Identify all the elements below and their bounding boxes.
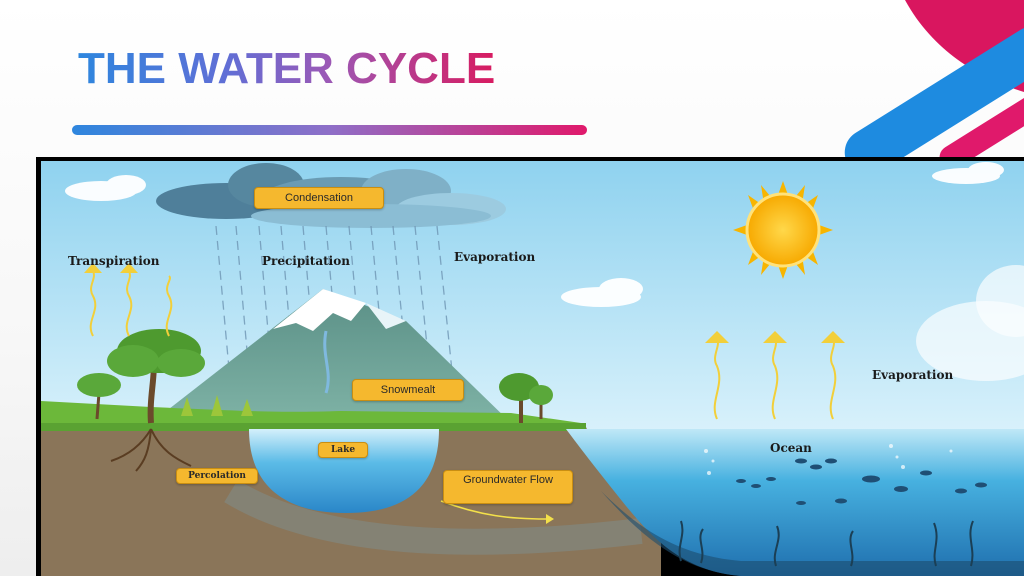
seaweed bbox=[678, 520, 974, 567]
precipitation-label: Precipitation bbox=[262, 254, 350, 268]
tree-roots bbox=[110, 428, 192, 472]
snowmelt-label: Snowmealt bbox=[352, 379, 464, 401]
water-cycle-diagram: Condensation Transpiration Precipitation… bbox=[36, 157, 1024, 576]
groundwater-arrow bbox=[440, 500, 547, 520]
transpiration-arrows bbox=[89, 270, 173, 337]
bushes bbox=[181, 395, 253, 416]
lake bbox=[249, 429, 439, 513]
transpiration-label: Transpiration bbox=[68, 254, 160, 268]
diagram-illustration bbox=[41, 161, 1024, 576]
groundwater-band bbox=[224, 479, 643, 555]
evaporation-top-label: Evaporation bbox=[454, 250, 536, 264]
evaporation-arrows bbox=[713, 338, 837, 420]
grass-edge bbox=[41, 423, 586, 431]
evaporation-arrowheads bbox=[705, 331, 845, 343]
title-underline bbox=[72, 125, 587, 135]
snowmelt-stream bbox=[323, 330, 330, 394]
tree-small-left bbox=[77, 373, 121, 420]
tree-right bbox=[499, 373, 553, 423]
condensation-label: Condensation bbox=[254, 187, 384, 209]
groundwater-flow-label: Groundwater Flow bbox=[443, 470, 573, 504]
ocean-label: Ocean bbox=[770, 441, 812, 455]
sea-floor bbox=[601, 491, 1024, 576]
fish-school bbox=[736, 458, 987, 505]
percolation-label: Percolation bbox=[176, 468, 258, 484]
sun bbox=[733, 181, 833, 279]
slide-title: THE WATER CYCLE bbox=[78, 44, 496, 93]
groundwater-arrowhead bbox=[546, 514, 554, 524]
transpiration-arrowheads bbox=[84, 263, 138, 273]
background-clouds bbox=[65, 162, 1024, 381]
lake-label: Lake bbox=[318, 442, 368, 458]
tree-left bbox=[107, 329, 205, 472]
evaporation-right-label: Evaporation bbox=[872, 368, 954, 382]
bubbles bbox=[704, 444, 953, 475]
